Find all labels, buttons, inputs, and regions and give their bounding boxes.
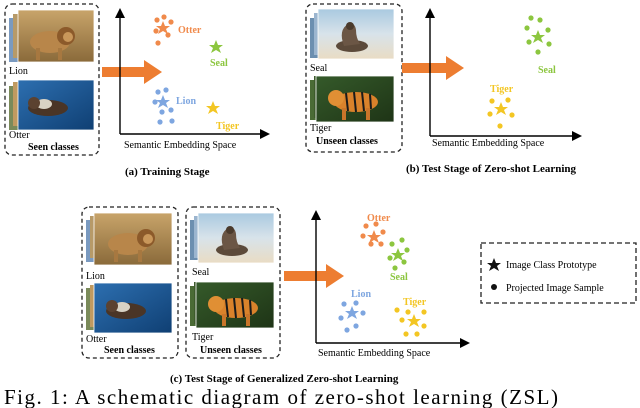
projection-arrow xyxy=(102,60,162,84)
cluster-tiger xyxy=(206,101,220,114)
axis-label: Semantic Embedding Space xyxy=(432,138,545,149)
panel-c: Lion Otter Seen classes Seal xyxy=(81,206,637,385)
otter-photo xyxy=(9,79,95,131)
projection-arrow xyxy=(284,264,344,288)
caption-a: (a) Training Stage xyxy=(125,166,210,178)
cluster-tiger xyxy=(487,97,515,129)
image-label-otter: Otter xyxy=(86,334,107,345)
legend: Image Class Prototype Projected Image Sa… xyxy=(480,242,637,304)
image-label-tiger: Tiger xyxy=(192,332,214,343)
star-icon xyxy=(407,314,421,327)
seen-classes-label: Seen classes xyxy=(104,345,155,356)
projection-arrow xyxy=(402,56,464,80)
cluster-seal xyxy=(387,237,410,271)
seen-classes-box xyxy=(81,206,179,359)
panel-b: Seal Tiger Unseen classes Semantic Embed… xyxy=(305,3,582,175)
image-label-lion: Lion xyxy=(86,271,105,282)
cluster-label-otter: Otter xyxy=(178,25,202,36)
dot-icon xyxy=(491,284,497,290)
star-icon xyxy=(494,102,508,115)
cluster-label-otter: Otter xyxy=(367,213,391,224)
star-icon xyxy=(156,21,170,34)
lion-photo xyxy=(9,9,95,63)
cluster-seal xyxy=(524,15,552,55)
image-label-otter: Otter xyxy=(9,130,30,141)
axis-label: Semantic Embedding Space xyxy=(318,348,431,359)
legend-box xyxy=(480,242,637,304)
star-icon xyxy=(156,95,170,108)
cluster-label-lion: Lion xyxy=(176,96,196,107)
axis-label: Semantic Embedding Space xyxy=(124,140,237,151)
tiger-photo xyxy=(190,281,275,329)
cluster-label-tiger: Tiger xyxy=(403,297,427,308)
image-label-lion: Lion xyxy=(9,66,28,77)
cluster-label-seal: Seal xyxy=(210,58,228,69)
tiger-photo xyxy=(310,75,395,123)
cluster-label-tiger: Tiger xyxy=(490,84,514,95)
figure-caption: Fig. 1: A schematic diagram of zero-shot… xyxy=(4,385,559,408)
cluster-lion xyxy=(338,300,366,333)
cluster-label-tiger: Tiger xyxy=(216,121,240,132)
star-icon xyxy=(487,258,501,271)
embedding-axes xyxy=(311,210,470,348)
lion-photo xyxy=(86,212,173,266)
star-icon xyxy=(391,248,405,261)
star-icon xyxy=(206,101,220,114)
legend-label-prototype: Image Class Prototype xyxy=(506,260,597,271)
legend-label-sample: Projected Image Sample xyxy=(506,283,604,294)
cluster-seal xyxy=(209,40,223,53)
seal-photo xyxy=(190,212,275,264)
star-icon xyxy=(345,306,359,319)
panel-a: Lion Otter Seen classes Semantic Embeddi… xyxy=(4,3,270,178)
cluster-otter xyxy=(360,221,386,247)
cluster-otter xyxy=(153,14,174,46)
cluster-label-seal: Seal xyxy=(538,65,556,76)
image-label-seal: Seal xyxy=(310,63,327,74)
unseen-classes-label: Unseen classes xyxy=(200,345,262,356)
seen-classes-label: Seen classes xyxy=(28,142,79,153)
embedding-axes xyxy=(115,8,270,139)
cluster-lion xyxy=(152,87,175,125)
caption-c: (c) Test Stage of Generalized Zero-shot … xyxy=(170,373,399,385)
unseen-classes-label: Unseen classes xyxy=(316,136,378,147)
seal-photo xyxy=(310,8,395,60)
star-icon xyxy=(531,30,545,43)
embedding-axes xyxy=(425,8,582,141)
otter-photo xyxy=(86,282,173,334)
image-label-seal: Seal xyxy=(192,267,209,278)
cluster-label-lion: Lion xyxy=(351,289,371,300)
cluster-label-seal: Seal xyxy=(390,272,408,283)
cluster-tiger xyxy=(394,307,427,337)
star-icon xyxy=(367,230,381,243)
star-icon xyxy=(209,40,223,53)
image-label-tiger: Tiger xyxy=(310,123,332,134)
caption-b: (b) Test Stage of Zero-shot Learning xyxy=(406,163,576,175)
